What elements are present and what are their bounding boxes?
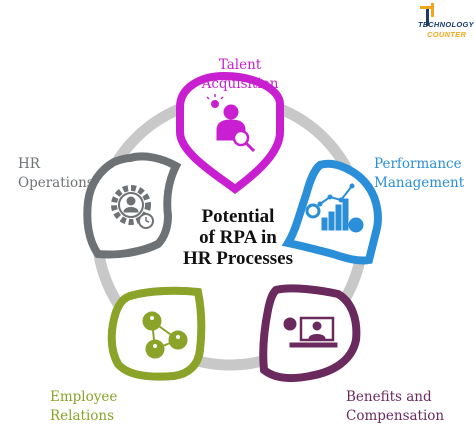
gear-clock-person-icon [111, 185, 154, 229]
node-benefits-compensation [259, 284, 361, 382]
title-text: Potential of RPA in HR Processes [183, 206, 293, 269]
node-employee-shape [107, 286, 206, 381]
node-talent-acquisition [176, 71, 284, 194]
logo-text-line1: TECHNOLOGY [418, 20, 474, 29]
label-benefits-compensation: Benefits and Compensation [346, 389, 445, 424]
logo-mark-icon [420, 3, 434, 26]
monitor-person-icon [283, 316, 338, 348]
recruit-search-icon [206, 94, 256, 153]
label-hr-operations: HR Operations [18, 156, 94, 191]
label-performance-management: Performance Management [374, 156, 465, 191]
diagram-title: Potential of RPA in HR Processes [170, 206, 306, 269]
label-employee-relations: Employee Relations [50, 389, 118, 424]
node-performance-management [281, 159, 382, 265]
node-hr-operations [83, 152, 182, 259]
logo-text-line2: COUNTER [427, 30, 467, 39]
node-benefits-shape [259, 284, 361, 382]
people-network-icon [142, 311, 188, 359]
label-talent-acquisition: Talent Acquisition [201, 57, 279, 92]
node-employee-relations [107, 286, 206, 381]
growth-chart-icon [305, 183, 364, 233]
